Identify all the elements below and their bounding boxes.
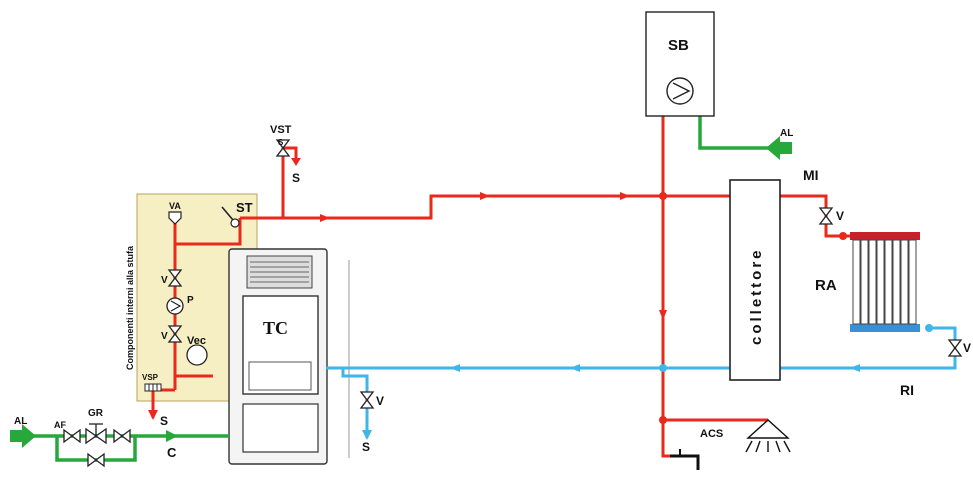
label-componenti: Componenti interni alla stufa: [125, 245, 135, 370]
junction-dots: [659, 192, 933, 424]
label-vst: VST: [270, 124, 292, 136]
label-af: AF: [54, 420, 66, 430]
label-sb: SB: [668, 37, 689, 54]
label-st: ST: [236, 200, 253, 215]
label-collettore: collettore: [748, 247, 765, 345]
label-acs: ACS: [700, 428, 723, 440]
label-ri: RI: [900, 382, 914, 398]
label-al-left: AL: [14, 416, 27, 427]
supply-pipes: [10, 116, 770, 462]
label-v-radiator-out: V: [963, 341, 971, 355]
label-v-stove-drain: V: [376, 394, 384, 408]
st-thermostat-icon: [221, 206, 240, 228]
flow-arrow-c-icon: [166, 430, 178, 442]
label-v-lower: V: [161, 331, 168, 342]
label-gr: GR: [88, 408, 104, 419]
radiator-ra: [850, 232, 920, 332]
label-va: VA: [169, 201, 181, 211]
label-vst-s-small: S: [278, 138, 284, 147]
label-vec: Vec: [187, 335, 206, 347]
collettore-manifold: [729, 179, 781, 381]
vsp-valve-icon: [144, 383, 162, 392]
label-ra: RA: [815, 277, 837, 294]
va-air-vent: [168, 211, 182, 225]
label-tc: TC: [263, 318, 288, 338]
label-vsp: VSP: [142, 373, 159, 382]
label-mi: MI: [803, 167, 819, 183]
shower-icon: [745, 419, 791, 453]
label-v-radiator-in: V: [836, 209, 844, 223]
label-s-stove-drain: S: [362, 440, 370, 454]
flow-arrows: [320, 192, 860, 372]
al-left-arrow-icon: [10, 424, 36, 448]
pump-p-icon: [166, 297, 184, 315]
return-pipes: [326, 326, 957, 438]
drain-arrow-icon: [362, 430, 372, 440]
label-c: C: [167, 445, 177, 460]
label-s-vsp: S: [160, 414, 168, 428]
vst-drain-arrow-icon: [291, 158, 301, 166]
label-p: P: [187, 295, 194, 306]
boiler-pump-icon: [666, 77, 694, 105]
valve-icons: [63, 139, 963, 468]
label-vst-s: S: [292, 171, 300, 185]
acs-tap: [670, 454, 700, 470]
stove-tc: [228, 248, 350, 465]
label-v-upper: V: [161, 275, 168, 286]
expansion-tank-vec: [186, 344, 208, 366]
vsp-drain-arrow-icon: [148, 410, 158, 420]
al-top-arrow-icon: [766, 136, 792, 160]
label-al-top: AL: [780, 128, 793, 139]
